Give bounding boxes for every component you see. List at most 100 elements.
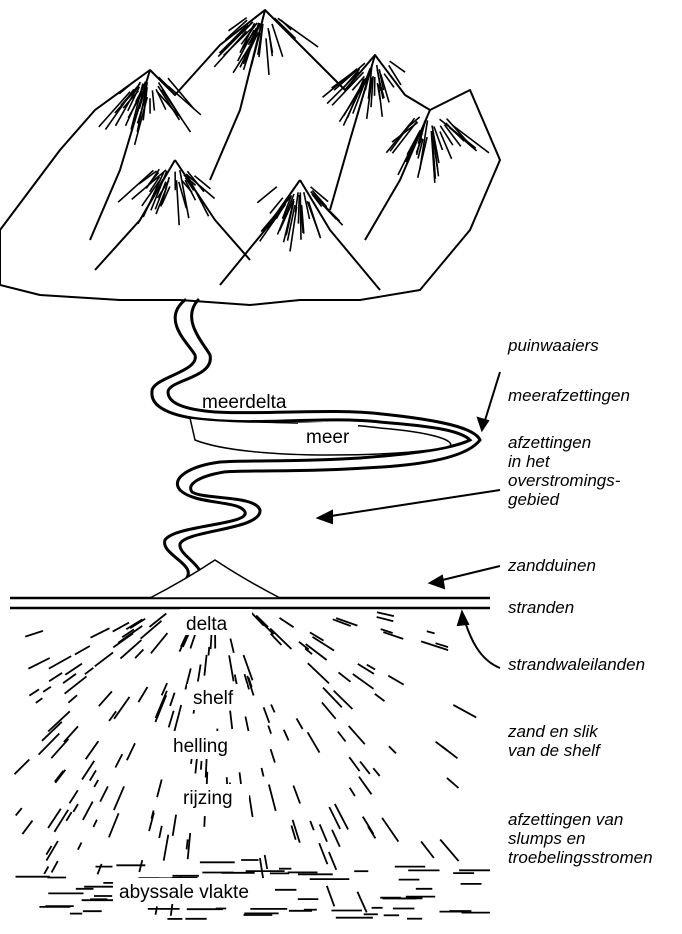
fan-stroke	[98, 864, 102, 874]
fan-stroke	[256, 616, 268, 628]
label-slumps-troebelingsstromen: afzettingen van slumps en troebelingsstr…	[508, 810, 653, 867]
fan-stroke	[43, 687, 51, 692]
fan-stroke	[280, 618, 294, 627]
fan-stroke	[159, 826, 162, 838]
delta-mound	[150, 560, 280, 598]
fan-stroke	[190, 633, 195, 648]
fan-stroke	[91, 628, 110, 638]
fan-stroke	[427, 631, 435, 633]
fan-stroke	[187, 839, 188, 849]
fan-stroke	[25, 631, 43, 637]
fan-stroke	[170, 693, 175, 706]
label-meerdelta: meerdelta	[202, 392, 287, 413]
fan-stroke	[373, 768, 379, 776]
coastline	[10, 598, 490, 608]
fan-stroke	[42, 722, 62, 741]
fan-stroke	[99, 691, 112, 706]
fan-stroke	[329, 852, 336, 870]
fan-stroke	[173, 815, 176, 836]
fan-stroke	[349, 726, 365, 744]
fan-stroke	[15, 760, 30, 775]
fan-stroke	[388, 676, 403, 685]
fan-stroke	[308, 732, 320, 752]
fan-stroke	[94, 780, 98, 787]
fan-stroke	[83, 802, 93, 820]
fan-stroke	[323, 688, 342, 708]
fan-stroke	[327, 886, 335, 907]
fan-stroke	[55, 770, 65, 783]
fan-stroke	[49, 673, 62, 681]
fan-stroke	[22, 821, 32, 835]
fan-stroke	[114, 786, 124, 810]
fan-stroke	[360, 762, 370, 774]
fan-stroke	[157, 780, 162, 798]
fan-stroke	[51, 739, 68, 758]
fan-stroke	[169, 711, 174, 728]
fan-stroke	[271, 749, 275, 762]
fan-stroke	[73, 804, 78, 812]
fan-stroke	[44, 867, 48, 874]
fan-stroke	[421, 841, 434, 858]
fan-stroke	[151, 633, 168, 653]
fan-stroke	[375, 694, 385, 701]
fan-stroke	[269, 785, 276, 811]
fan-stroke	[127, 743, 135, 760]
label-overstromingsgebied: afzettingen in het overstromings- gebied	[508, 433, 620, 509]
fan-stroke	[70, 790, 78, 803]
fan-stroke	[75, 646, 90, 655]
fan-stroke	[68, 695, 77, 703]
fan-stroke	[382, 818, 398, 842]
fan-stroke	[164, 835, 169, 861]
fan-stroke	[156, 906, 158, 914]
hatch-stroke	[300, 192, 301, 239]
fan-stroke	[349, 757, 359, 771]
fan-stroke	[235, 675, 237, 685]
label-puinwaaiers: puinwaaiers	[508, 336, 599, 355]
fan-stroke	[297, 718, 303, 729]
fan-stroke	[155, 695, 166, 722]
fan-stroke	[36, 698, 43, 703]
fan-stroke	[230, 711, 232, 729]
fan-stroke	[29, 689, 39, 695]
fan-stroke	[109, 813, 119, 837]
fan-stroke	[367, 665, 375, 670]
fan-stroke	[447, 778, 459, 788]
fan-stroke	[16, 808, 22, 815]
fan-stroke	[78, 843, 82, 850]
label-meerafzettingen: meerafzettingen	[508, 386, 630, 405]
fan-stroke	[442, 746, 458, 758]
label-helling: helling	[173, 736, 228, 757]
fan-stroke	[319, 843, 327, 864]
fan-stroke	[95, 653, 113, 667]
fan-stroke	[265, 855, 268, 869]
fan-stroke	[271, 705, 275, 713]
label-stranden: stranden	[508, 598, 574, 617]
fan-stroke	[230, 639, 233, 653]
fan-stroke	[52, 861, 58, 872]
fan-stroke	[389, 746, 396, 753]
label-delta: delta	[186, 614, 228, 635]
fan-stroke	[141, 621, 162, 639]
fan-stroke	[252, 613, 264, 626]
fan-stroke	[293, 786, 300, 804]
fan-stroke	[55, 771, 64, 782]
fan-stroke	[49, 656, 71, 669]
fan-stroke	[377, 617, 394, 621]
fan-stroke	[201, 761, 202, 770]
fan-stroke	[322, 702, 336, 718]
fan-stroke	[264, 707, 270, 723]
fan-stroke	[113, 623, 129, 632]
fan-stroke	[335, 804, 348, 830]
mountain-range	[0, 10, 500, 305]
fan-stroke	[130, 619, 145, 629]
fan-stroke	[90, 770, 96, 780]
fan-stroke	[85, 668, 93, 674]
fan-stroke	[174, 705, 181, 732]
fan-stroke	[262, 768, 264, 777]
submarine-fan	[15, 612, 491, 919]
label-meer: meer	[306, 427, 350, 448]
hatch-stroke	[298, 195, 299, 224]
label-zandduinen: zandduinen	[508, 556, 596, 575]
fan-stroke	[63, 674, 76, 683]
